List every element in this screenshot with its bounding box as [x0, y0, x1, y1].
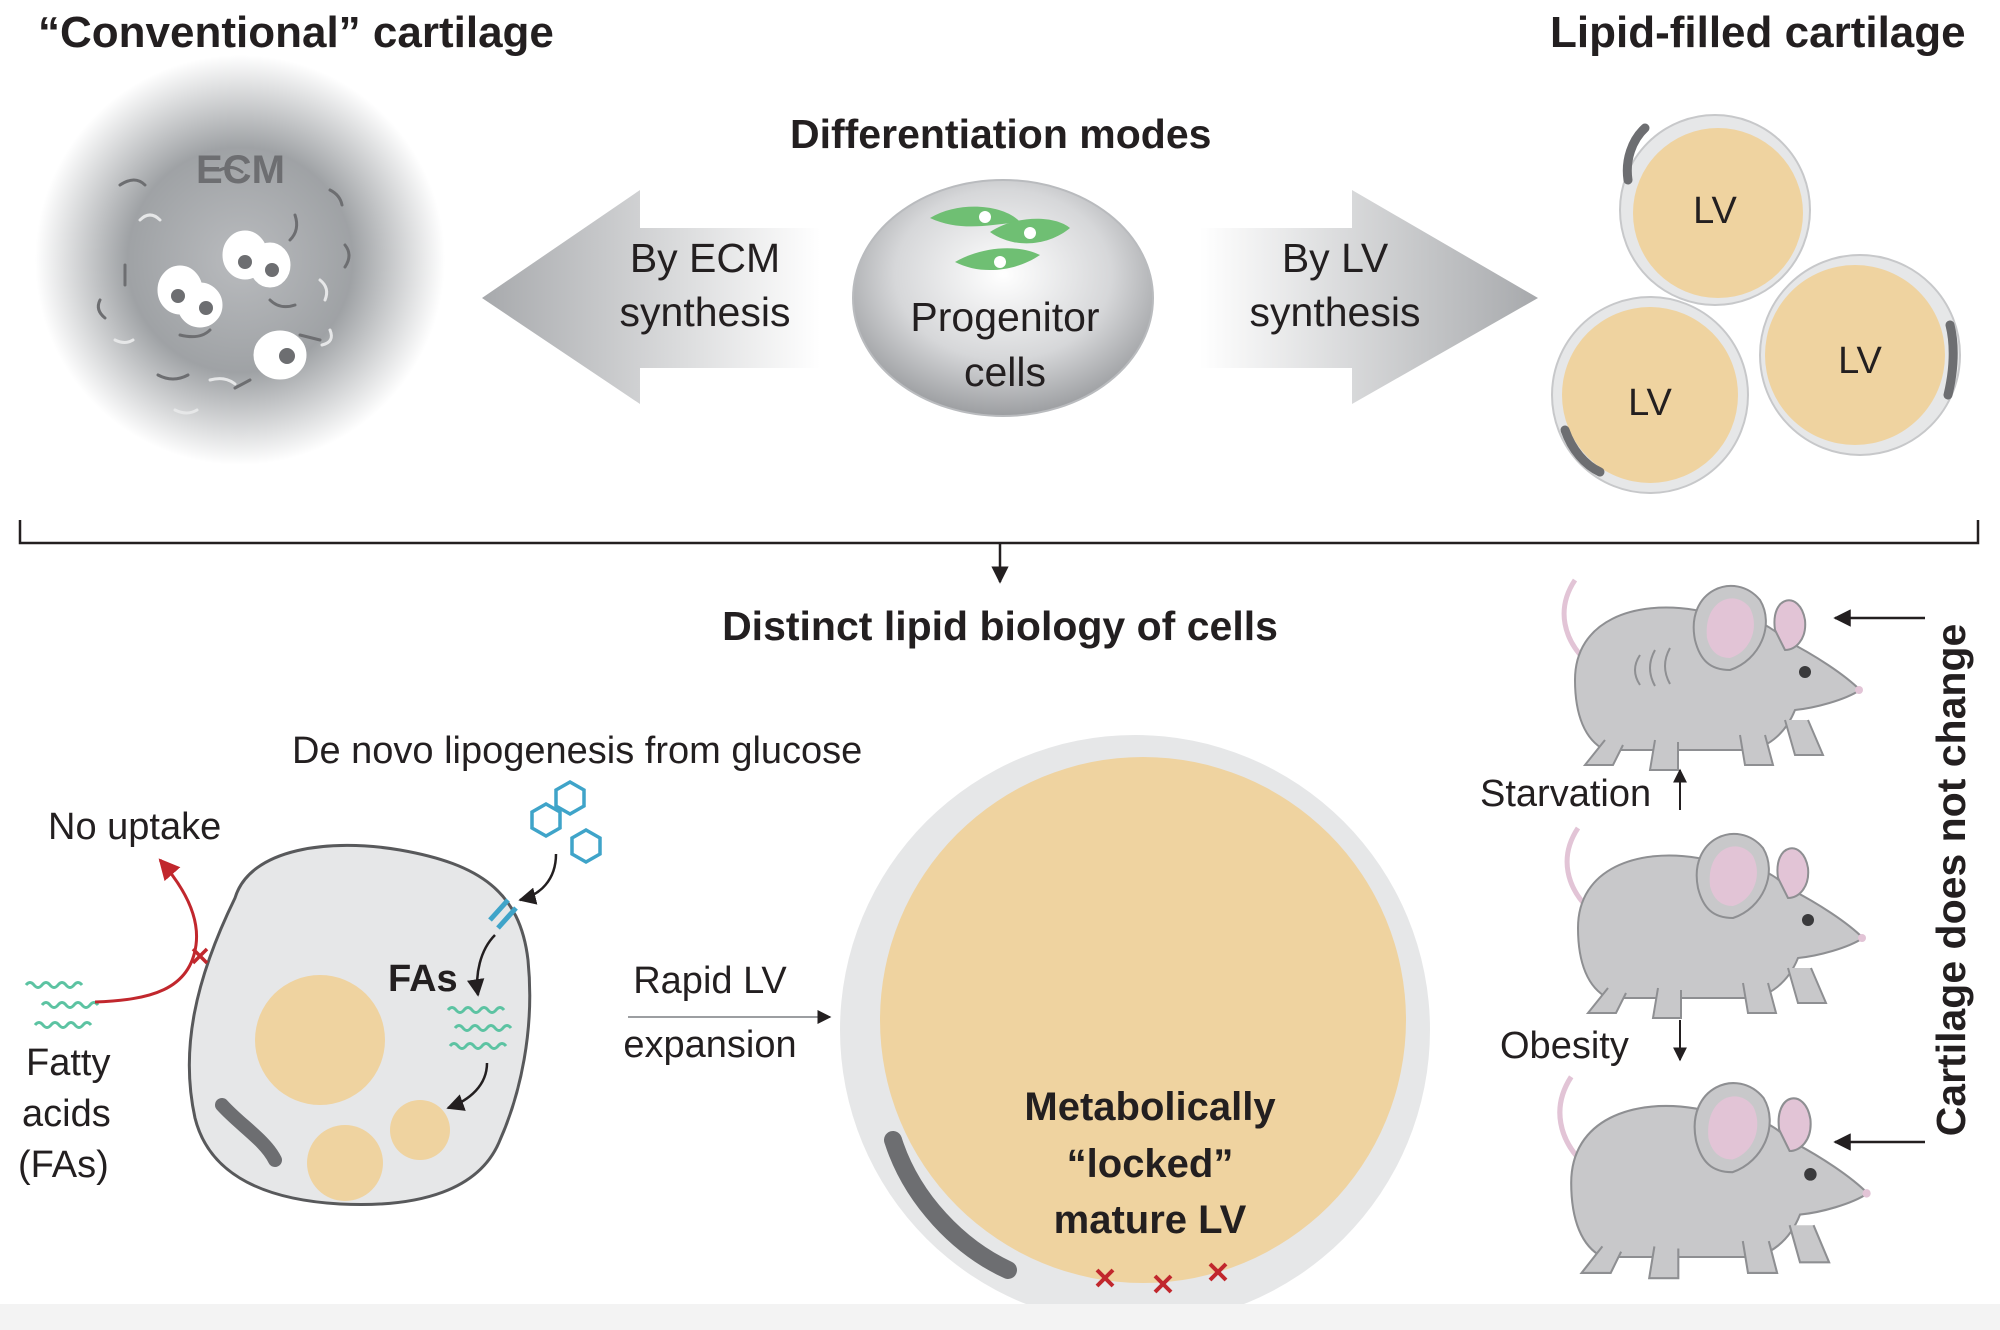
rapid-lv-label-line1: Rapid LV [633, 960, 787, 1002]
differentiation-modes-heading: Differentiation modes [790, 111, 1212, 157]
lipid-filled-cartilage-heading: Lipid-filled cartilage [1550, 8, 1966, 57]
conventional-cartilage-heading: “Conventional” cartilage [38, 8, 554, 57]
by-ecm-label-line1: By ECM [629, 235, 781, 281]
lv-label-top: LV [1693, 190, 1737, 232]
by-lv-label-line2: synthesis [1249, 289, 1421, 335]
ecm-label: ECM [196, 148, 285, 192]
by-lv-arrow [1200, 190, 1538, 404]
ecm-cartilage-circle [35, 55, 445, 465]
mouse-icon-obese [1560, 1077, 1871, 1278]
lv-label-bottom-right: LV [1838, 340, 1882, 382]
mouse-icon-starved [1564, 580, 1863, 770]
lv-label-bottom-left: LV [1628, 382, 1672, 424]
no-uptake-label: No uptake [48, 806, 222, 848]
distinct-lipid-biology-heading: Distinct lipid biology of cells [722, 603, 1278, 649]
starvation-label: Starvation [1480, 773, 1652, 815]
by-lv-label-line1: By LV [1281, 235, 1389, 281]
progenitor-label-line1: Progenitor [910, 294, 1100, 340]
fatty-acids-label-line2: acids [22, 1093, 111, 1135]
bracket [18, 520, 1980, 584]
adipocyte-cell [187, 843, 532, 1207]
by-ecm-arrow [482, 190, 820, 404]
obesity-label: Obesity [1500, 1025, 1629, 1067]
mouse-icon-normal [1567, 828, 1866, 1018]
x-mark-icon [191, 947, 209, 965]
transporter-icon [488, 898, 518, 930]
fatty-acids-label-line3: (FAs) [18, 1144, 109, 1186]
fas-label: FAs [388, 958, 458, 1000]
footer-band [0, 1304, 2000, 1330]
mature-lv-label-line1: Metabolically [1024, 1085, 1276, 1129]
fatty-acid-squiggles [24, 981, 100, 1029]
mature-lv-label-line2: “locked” [1066, 1142, 1234, 1186]
mature-lv-label-line3: mature LV [1053, 1198, 1247, 1242]
rapid-lv-label-line2: expansion [623, 1024, 797, 1066]
fatty-acids-label-line1: Fatty [26, 1042, 111, 1084]
glucose-hexagons [530, 779, 602, 865]
mature-lv-circle [840, 735, 1430, 1325]
cartilage-does-not-change-label: Cartilage does not change [1928, 623, 1975, 1137]
lipid-filled-cartilage [1551, 114, 1961, 494]
by-ecm-label-line2: synthesis [619, 289, 791, 335]
de-novo-lipogenesis-label: De novo lipogenesis from glucose [292, 730, 863, 772]
progenitor-label-line2: cells [963, 349, 1047, 395]
progenitor-oval [852, 179, 1154, 417]
